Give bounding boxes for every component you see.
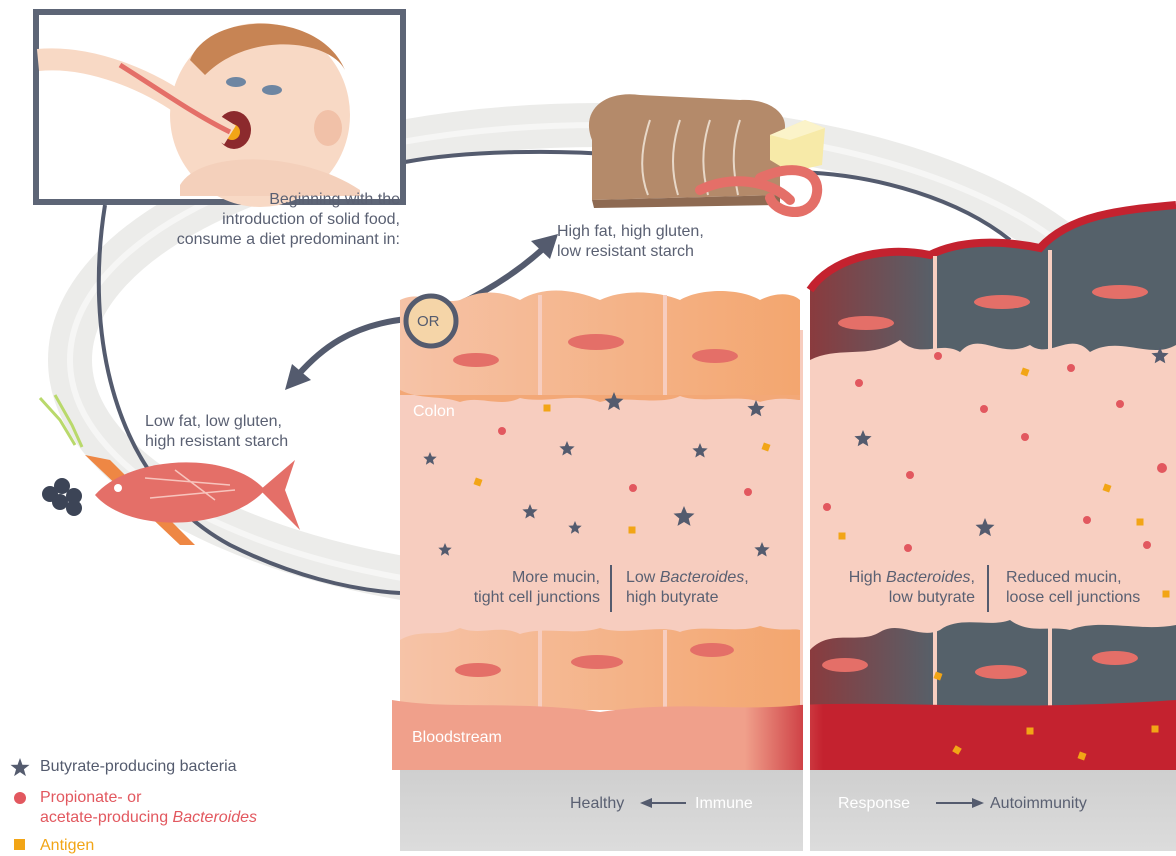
colon-label: Colon	[413, 402, 455, 422]
or-label: OR	[417, 312, 440, 332]
bacteroides-icon	[980, 405, 988, 413]
antigen-icon	[839, 533, 846, 540]
low-fat-line-1: Low fat, low gluten,	[145, 412, 288, 432]
antigen-icon	[1163, 591, 1170, 598]
legend-bacteroides-pre: acetate-producing	[40, 809, 173, 826]
high-fat-line-2: low resistant starch	[557, 242, 704, 262]
axis-response-label: Response	[838, 794, 910, 814]
legend-star-icon	[11, 758, 30, 776]
bacteroides-icon	[904, 544, 912, 552]
disease-bacteroides-italic: Bacteroides	[886, 569, 971, 586]
bacteroides-icon	[498, 427, 506, 435]
legend-antigen-label: Antigen	[40, 836, 94, 856]
bacteroides-icon	[855, 379, 863, 387]
bacteroides-icon	[906, 471, 914, 479]
healthy-bacteroides-text: Low Bacteroides, high butyrate	[626, 568, 749, 608]
legend-bacteroides-italic: Bacteroides	[173, 809, 258, 826]
bread-icon	[589, 94, 785, 208]
bacteroides-icon	[823, 503, 831, 511]
bloodstream-label: Bloodstream	[412, 728, 502, 748]
bacteroides-icon	[629, 484, 637, 492]
healthy-bacteroides-line-1: Low Bacteroides,	[626, 568, 749, 588]
healthy-bacteroides-post: ,	[744, 569, 748, 586]
intro-line-2: introduction of solid food,	[160, 210, 400, 230]
disease-bacteroides-pre: High	[849, 569, 886, 586]
legend-square-icon	[14, 839, 25, 850]
legend-bacteroides-label: Propionate- or acetate-producing Bactero…	[40, 788, 257, 828]
legend-bacteroides-line-2: acetate-producing Bacteroides	[40, 808, 257, 828]
antigen-icon	[544, 405, 551, 412]
healthy-top-epithelium	[400, 291, 800, 402]
legend-butyrate-label: Butyrate-producing bacteria	[40, 757, 237, 777]
legend-dot-icon	[14, 792, 26, 804]
bacteroides-icon	[1083, 516, 1091, 524]
disease-mucin-text: Reduced mucin, loose cell junctions	[1006, 568, 1140, 608]
disease-bacteroides-post: ,	[971, 569, 975, 586]
low-fat-line-2: high resistant starch	[145, 432, 288, 452]
healthy-mucin-line-1: More mucin,	[420, 568, 600, 588]
high-fat-line-1: High fat, high gluten,	[557, 222, 704, 242]
healthy-bottom-epithelium	[400, 626, 800, 710]
healthy-bacteroides-pre: Low	[626, 569, 660, 586]
bacteroides-icon	[1067, 364, 1075, 372]
intro-line-1: Beginning with the	[160, 190, 400, 210]
diet-intro-text: Beginning with the introduction of solid…	[160, 190, 400, 250]
disease-bacteroides-line-1: High Bacteroides,	[805, 568, 975, 588]
bacteroides-icon	[934, 352, 942, 360]
healthy-mucin-line-2: tight cell junctions	[420, 588, 600, 608]
antigen-icon	[629, 527, 636, 534]
healthy-mucin-text: More mucin, tight cell junctions	[420, 568, 600, 608]
antigen-icon	[1027, 728, 1034, 735]
bacteroides-icon	[1116, 400, 1124, 408]
bacteroides-icon	[1157, 463, 1167, 473]
legend-bacteroides-line-1: Propionate- or	[40, 788, 257, 808]
disease-mucin-line-2: loose cell junctions	[1006, 588, 1140, 608]
bacteroides-icon	[1021, 433, 1029, 441]
healthy-butyrate-line: high butyrate	[626, 588, 749, 608]
healthy-bacteroides-italic: Bacteroides	[660, 569, 745, 586]
antigen-icon	[1137, 519, 1144, 526]
bacteroides-icon	[1143, 541, 1151, 549]
antigen-icon	[1152, 726, 1159, 733]
disease-mucin-line-1: Reduced mucin,	[1006, 568, 1140, 588]
disease-bacteroides-text: High Bacteroides, low butyrate	[805, 568, 975, 608]
axis-healthy-label: Healthy	[570, 794, 624, 814]
or-arrow-down	[298, 319, 407, 375]
low-fat-diet-text: Low fat, low gluten, high resistant star…	[145, 412, 288, 452]
axis-immune-label: Immune	[695, 794, 753, 814]
intro-line-3: consume a diet predominant in:	[160, 230, 400, 250]
baby-illustration	[36, 12, 403, 207]
axis-autoimmunity-label: Autoimmunity	[990, 794, 1087, 814]
bloodstream-band	[392, 700, 1176, 770]
disease-butyrate-line: low butyrate	[805, 588, 975, 608]
bacteroides-icon	[744, 488, 752, 496]
high-fat-diet-text: High fat, high gluten, low resistant sta…	[557, 222, 704, 262]
